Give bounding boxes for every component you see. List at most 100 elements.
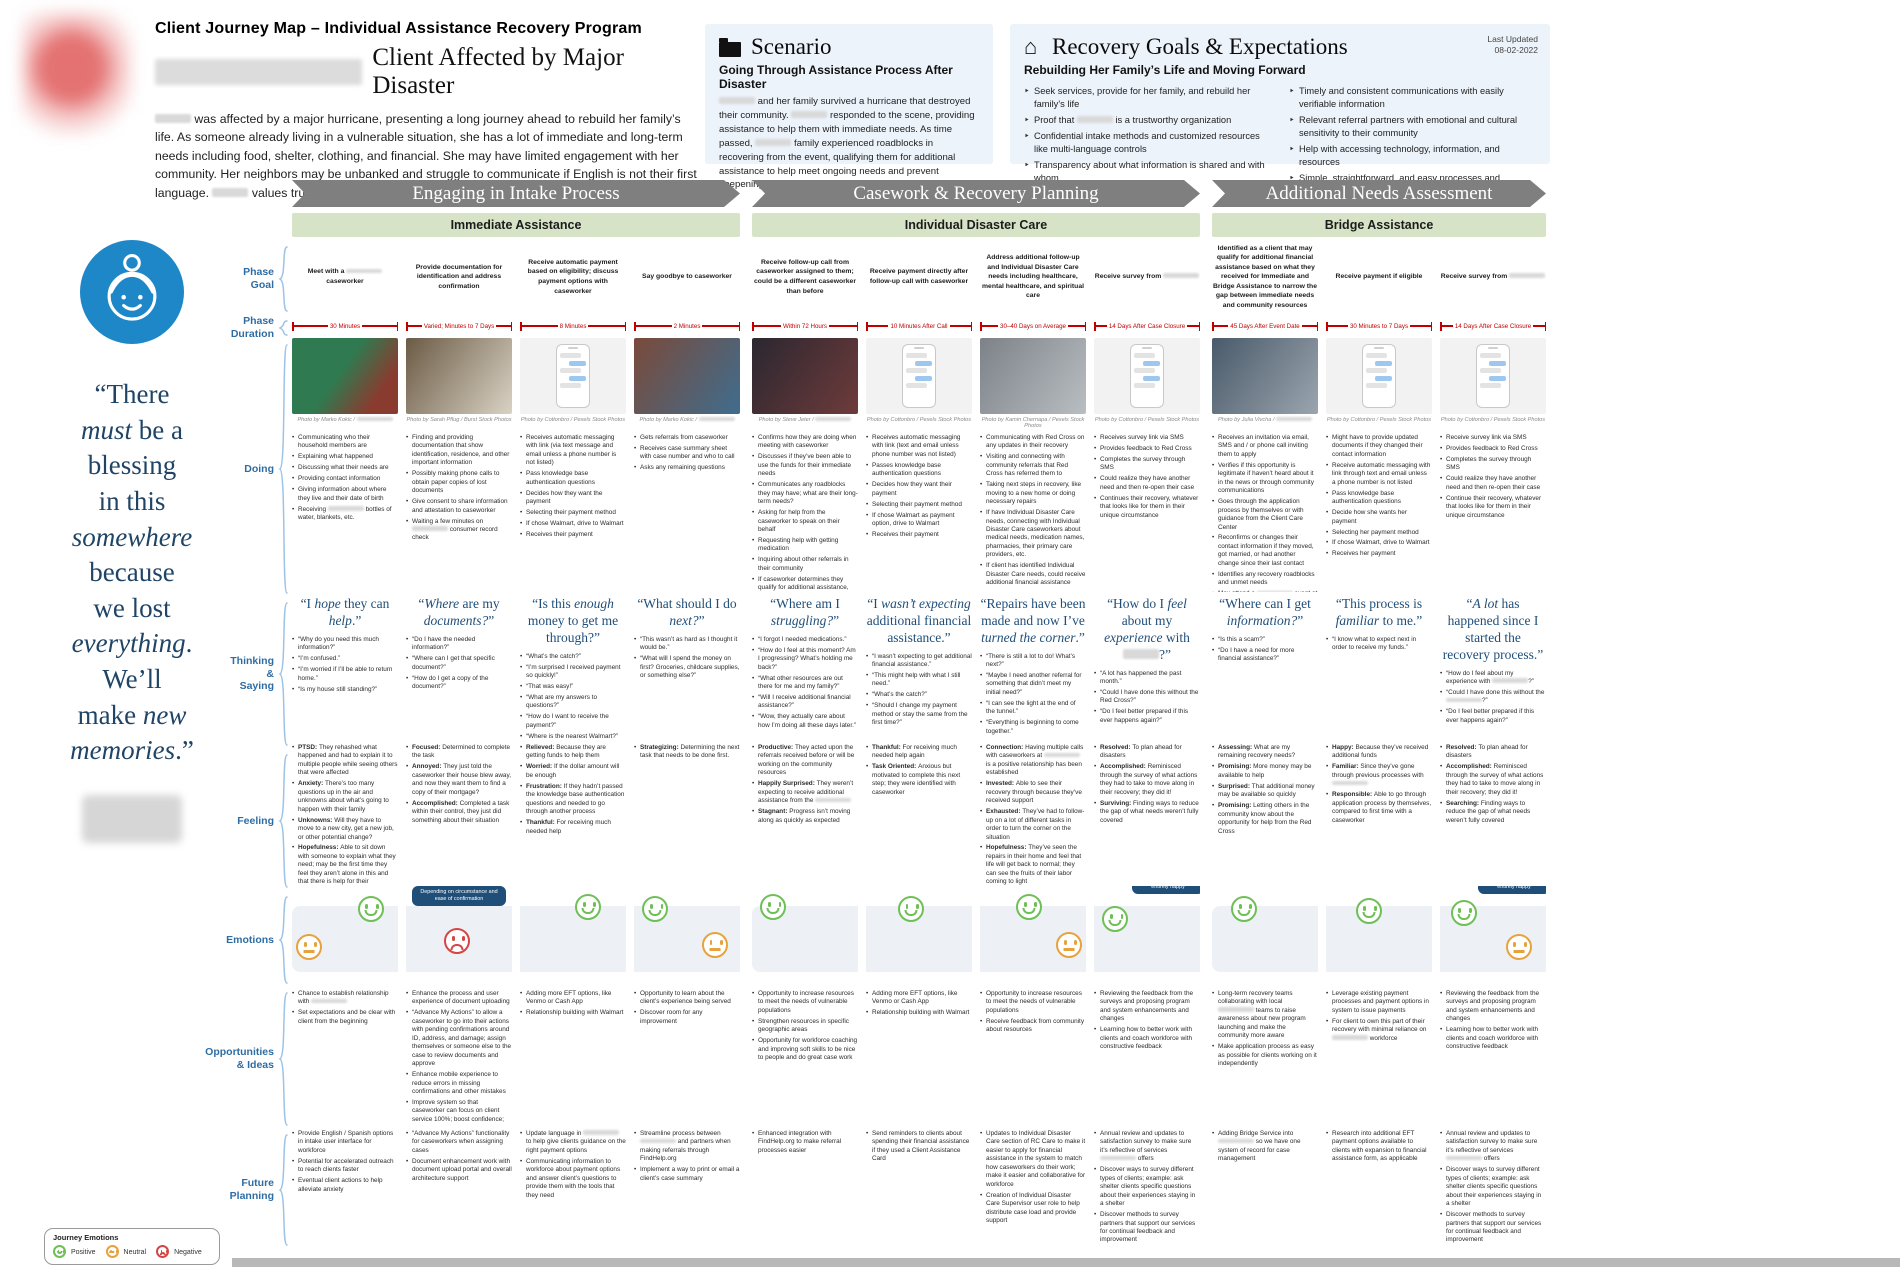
bullet-item: Explaining what happened bbox=[292, 453, 398, 462]
phase-goal-text: Meet with a caseworker bbox=[292, 267, 398, 286]
persona-quote-line: We’ll bbox=[102, 664, 162, 694]
legend-item-label: Negative bbox=[174, 1248, 202, 1256]
last-updated-label: Last Updated bbox=[1487, 34, 1538, 44]
bullet-item: Could realize they have another need and… bbox=[1440, 475, 1546, 492]
feeling-item: Productive: They acted upon the referral… bbox=[752, 744, 858, 778]
bullet-item: “I’m confused.” bbox=[292, 655, 398, 664]
thinking-quote: “Where are my documents?” bbox=[418, 596, 500, 628]
scenario-body: and her family survived a hurricane that… bbox=[719, 96, 975, 191]
future-planning-cell: Updates to Individual Disaster Care sect… bbox=[980, 1124, 1086, 1244]
duration-label: 30 Minutes to 7 Days bbox=[1349, 322, 1409, 330]
feeling-item: Unknowns: Will they have to move to a ne… bbox=[292, 817, 398, 842]
opportunities-cell: Reviewing the feedback from the surveys … bbox=[1440, 982, 1546, 1124]
feeling-item: Strategizing: Determining the next task … bbox=[634, 744, 740, 761]
phase-columns: Receive follow-up call from caseworker a… bbox=[752, 240, 1200, 1244]
org-logo-blurred bbox=[22, 12, 132, 152]
bullet-item: Taking next steps in recovery, like movi… bbox=[980, 481, 1086, 506]
bullet-item: “What are my answers to questions?” bbox=[520, 694, 626, 711]
goals-title: Recovery Goals & Expectations bbox=[1052, 34, 1348, 59]
feeling-item: Hopefulness: They’ve seen the repairs in… bbox=[980, 844, 1086, 886]
doing-list: Receives an invitation via email, SMS an… bbox=[1212, 434, 1318, 592]
duration-tick bbox=[752, 321, 754, 331]
opportunities-list: Long-term recovery teams collaborating w… bbox=[1212, 990, 1318, 1069]
doing-list: Confirms how they are doing when meeting… bbox=[752, 434, 858, 592]
bullet-item: “Do I have a need for more financial ass… bbox=[1212, 647, 1318, 664]
redacted-text bbox=[327, 506, 364, 511]
emotions-cell: Accounts for clients not entirely happy bbox=[1094, 886, 1200, 982]
phase-duration-cell: 30–40 Days on Average bbox=[980, 314, 1086, 338]
redacted-text bbox=[815, 797, 852, 803]
phase-goal-cell: Identified as a client that may qualify … bbox=[1212, 240, 1318, 314]
thinking-list: “I forgot I needed medications.”“How do … bbox=[752, 636, 858, 731]
bullet-item: Receive feedback from community about re… bbox=[980, 1018, 1086, 1035]
thinking-cell: “How do I feel about my experience with … bbox=[1094, 592, 1200, 744]
duration-tick bbox=[856, 321, 858, 331]
redacted-text bbox=[698, 417, 735, 422]
legend-item-positive: Positive bbox=[53, 1245, 96, 1259]
redacted-text bbox=[640, 1138, 676, 1144]
phase-goal-cell: Say goodbye to caseworker bbox=[634, 240, 740, 314]
thinking-list: “Do I have the needed information?”“Wher… bbox=[406, 636, 512, 692]
photo-cell: Photo by Marko Kokic / bbox=[292, 338, 398, 434]
phase-goal-text: Identified as a client that may qualify … bbox=[1213, 244, 1317, 309]
redacted-text bbox=[1218, 1138, 1254, 1144]
future-planning-cell: Enhanced integration with FindHelp.org t… bbox=[752, 1124, 858, 1244]
photo-cell: Photo by Cottonbro / Pexels Stock Photos bbox=[1326, 338, 1432, 434]
bullet-item: If chose Walmart as payment option, driv… bbox=[866, 512, 972, 529]
duration-line bbox=[829, 325, 857, 327]
phase-subheader: Immediate Assistance bbox=[292, 213, 740, 237]
feeling-item: Surprised: That additional money may be … bbox=[1212, 783, 1318, 800]
photo-cell: Photo by Sarah Pflug / Burst Stock Photo… bbox=[406, 338, 512, 434]
bullet-item: “I wasn’t expecting to get additional fi… bbox=[866, 653, 972, 670]
emotions-cell bbox=[1212, 886, 1318, 982]
phase-goal-cell: Provide documentation for identification… bbox=[406, 240, 512, 314]
bullet-item: Providing contact information bbox=[292, 475, 398, 484]
goal-bullet: Confidential intake methods and customiz… bbox=[1024, 130, 1271, 156]
row-label-goal: Phase Goal bbox=[232, 242, 288, 316]
bullet-item: Gets referrals from caseworker bbox=[634, 434, 740, 443]
thinking-cell: “This process is familiar to me.”“I know… bbox=[1326, 592, 1432, 744]
duration-line bbox=[1095, 325, 1107, 327]
photo-caption: Photo by Cottonbro / Pexels Stock Photos bbox=[866, 417, 972, 423]
phase-duration-cell: Within 72 Hours bbox=[752, 314, 858, 338]
persona-signature-redacted bbox=[82, 794, 182, 843]
feeling-cell: Strategizing: Determining the next task … bbox=[634, 744, 740, 886]
persona-quote-line: “There bbox=[94, 379, 170, 409]
bullet-item: “How do I want to receive the payment?” bbox=[520, 713, 626, 730]
doing-list: Receives automatic messaging with link (… bbox=[520, 434, 626, 540]
bullet-item: “What’s the catch?” bbox=[520, 653, 626, 662]
journey-photo bbox=[980, 338, 1086, 414]
row-label-text: Phase Duration bbox=[230, 315, 274, 340]
thinking-list: “I know what to expect next in order to … bbox=[1326, 636, 1432, 653]
opportunities-list: Adding more EFT options, like Venmo or C… bbox=[866, 990, 972, 1018]
phone-frame bbox=[1362, 344, 1396, 408]
happy-face-icon bbox=[357, 896, 384, 922]
persona-quote-line: in this bbox=[98, 485, 166, 516]
phone-screenshot-image bbox=[520, 338, 626, 414]
row-label-emo: Emotions bbox=[226, 892, 288, 988]
photo-caption: Photo by Sarah Pflug / Burst Stock Photo… bbox=[406, 417, 512, 423]
bullet-item: Communicating who their household member… bbox=[292, 434, 398, 451]
feeling-cell: Resolved: To plan ahead for disastersAcc… bbox=[1440, 744, 1546, 886]
duration-line bbox=[496, 325, 511, 327]
feeling-list: Productive: They acted upon the referral… bbox=[752, 744, 858, 825]
thinking-cell: “Is this enough money to get me through?… bbox=[520, 592, 626, 744]
redacted-text bbox=[1446, 697, 1482, 703]
row-label-text: Doing bbox=[244, 462, 274, 475]
feeling-list: Strategizing: Determining the next task … bbox=[634, 744, 740, 761]
feeling-cell: PTSD: They rehashed what happened and ha… bbox=[292, 744, 398, 886]
legend-item-label: Positive bbox=[71, 1248, 96, 1256]
photo-cell: Photo by Steve Jeter / bbox=[752, 338, 858, 434]
thinking-cell: “I wasn’t expecting additional financial… bbox=[866, 592, 972, 744]
phase-subheader: Individual Disaster Care bbox=[752, 213, 1200, 237]
persona-quote-line: make new bbox=[77, 699, 187, 730]
bullet-item: Receives automatic messaging with link (… bbox=[866, 434, 972, 459]
feeling-item: Relieved: Because they are getting funds… bbox=[520, 744, 626, 761]
future-planning-cell: Streamline process between and partners … bbox=[634, 1124, 740, 1244]
bullet-item: “Everything is beginning to come togethe… bbox=[980, 719, 1086, 736]
emotions-cell bbox=[634, 886, 740, 982]
duration-tick bbox=[980, 321, 982, 331]
bullet-item: Verifies if this opportunity is legitima… bbox=[1212, 462, 1318, 496]
